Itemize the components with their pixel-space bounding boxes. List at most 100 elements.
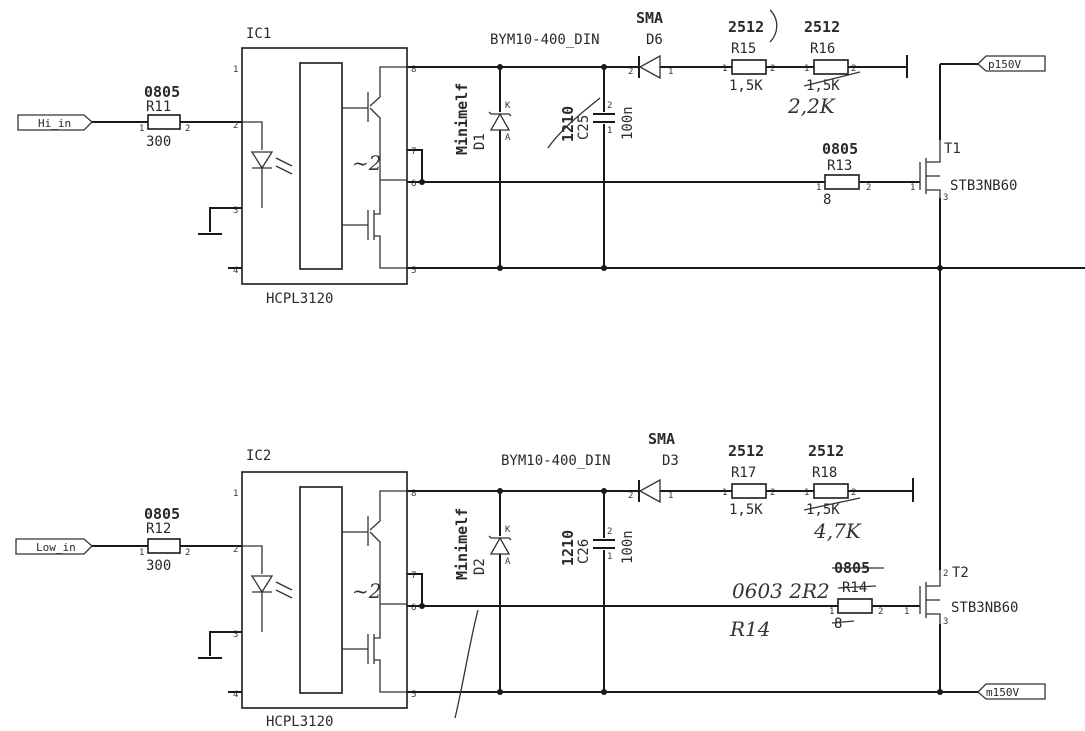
fet-ref: T1 bbox=[944, 141, 961, 157]
r-a-ref: R15 bbox=[731, 41, 756, 57]
input-port-label: Hi_in bbox=[38, 117, 71, 130]
pencil-note-gate: 0603 2R2 bbox=[732, 579, 830, 603]
pin-number: 2 bbox=[233, 545, 238, 555]
port-m150v[interactable]: m150V bbox=[977, 683, 1046, 700]
input-port-label: Low_in bbox=[36, 541, 76, 554]
zener-diode-d1[interactable]: K A Minimelf D1 bbox=[453, 67, 512, 268]
pin-number: 2 bbox=[233, 121, 238, 131]
r-b-ref: R18 bbox=[812, 465, 837, 481]
pin-number: 4 bbox=[233, 266, 238, 276]
pin-number: 7 bbox=[411, 571, 416, 581]
led-icon bbox=[242, 545, 293, 632]
capacitor-c26[interactable]: 2 1 1210 C26 100n bbox=[559, 491, 636, 692]
diode-part: BYM10-400_DIN bbox=[490, 32, 600, 48]
pin-number: 2 bbox=[851, 64, 856, 74]
pin-number: 4 bbox=[233, 690, 238, 700]
cap-ref: C25 bbox=[576, 115, 592, 140]
pin-number: 2 bbox=[185, 124, 190, 134]
diode-d3[interactable]: SMA BYM10-400_DIN D3 2 1 bbox=[501, 430, 732, 504]
r-in-ref: R12 bbox=[146, 521, 171, 537]
pin-number: 2 bbox=[943, 569, 948, 579]
pin-number: A bbox=[505, 557, 511, 567]
r-a-value: 1,5K bbox=[729, 502, 763, 518]
pencil-note-value: 4,7K bbox=[813, 519, 862, 543]
r-b-value: 1,5K bbox=[806, 78, 840, 94]
port-label: m150V bbox=[986, 686, 1019, 699]
resistor-r17[interactable]: 2512 R17 1,5K 1 2 bbox=[722, 442, 775, 518]
zener-package: Minimelf bbox=[453, 83, 471, 155]
pencil-stroke bbox=[769, 9, 778, 43]
pin-number: 8 bbox=[411, 65, 416, 75]
r-b-ref: R16 bbox=[810, 41, 835, 57]
ground-symbol bbox=[198, 207, 242, 235]
r-gate-ref: R13 bbox=[827, 158, 852, 174]
pin-number: A bbox=[505, 133, 511, 143]
pin-number: 1 bbox=[139, 548, 144, 558]
r-a-ref: R17 bbox=[731, 465, 756, 481]
r-a-package: 2512 bbox=[728, 442, 764, 460]
pin-number: 2 bbox=[770, 488, 775, 498]
fet-part: STB3NB60 bbox=[951, 600, 1018, 616]
pin-number: 1 bbox=[722, 64, 727, 74]
diode-ref: D6 bbox=[646, 32, 663, 48]
pencil-note: ~2 bbox=[352, 579, 381, 603]
input-port-low[interactable]: Low_in bbox=[15, 538, 93, 555]
diode-package: SMA bbox=[648, 430, 675, 448]
pin-number: 1 bbox=[668, 67, 673, 77]
pin-number: 2 bbox=[851, 488, 856, 498]
pin-number: 6 bbox=[411, 603, 416, 613]
wire bbox=[407, 149, 423, 180]
resistor-r13[interactable]: 0805 R13 8 1 2 bbox=[816, 140, 871, 208]
pin-number: 2 bbox=[607, 527, 612, 537]
mosfet-t2[interactable]: T2 STB3NB60 1 2 3 bbox=[904, 565, 1018, 627]
pin-number: 1 bbox=[804, 488, 809, 498]
pin-number: 1 bbox=[233, 489, 238, 499]
pencil-stroke bbox=[454, 609, 479, 719]
pin-number: 5 bbox=[411, 266, 416, 276]
cap-ref: C26 bbox=[576, 539, 592, 564]
pin-number: 3 bbox=[943, 617, 948, 627]
ic-optocoupler-ic2[interactable]: IC2 HCPL3120 1 2 3 4 8 7 6 5 bbox=[233, 448, 416, 730]
fet-part: STB3NB60 bbox=[950, 178, 1017, 194]
pin-number: 3 bbox=[943, 193, 948, 203]
cap-package: 1210 bbox=[559, 106, 577, 142]
resistor-r14[interactable]: 0805 R14 8 1 2 0603 2R2 R14 bbox=[729, 559, 884, 641]
ic-optocoupler-ic1[interactable]: IC1 HCPL3120 1 2 3 4 8 7 6 5 bbox=[233, 26, 416, 307]
pin-number: 7 bbox=[411, 147, 416, 157]
pin-number: 2 bbox=[878, 607, 883, 617]
pin-number: 1 bbox=[904, 607, 909, 617]
zener-diode-d2[interactable]: K A Minimelf D2 bbox=[453, 491, 512, 692]
pin-number: K bbox=[505, 525, 511, 535]
port-p150v[interactable]: p150V bbox=[940, 55, 1046, 72]
mosfet-t1[interactable]: T1 STB3NB60 1 2 3 bbox=[910, 140, 1017, 203]
pin-number: 1 bbox=[668, 491, 673, 501]
pencil-note-value: 2,2K bbox=[787, 94, 836, 118]
r-in-package: 0805 bbox=[144, 83, 180, 101]
pencil-stroke bbox=[547, 97, 601, 149]
resistor-r11[interactable]: 0805 R11 300 1 2 bbox=[139, 83, 190, 150]
zener-ref: D2 bbox=[472, 558, 488, 575]
resistor-r12[interactable]: 0805 R12 300 1 2 bbox=[139, 505, 190, 574]
diode-ref: D3 bbox=[662, 453, 679, 469]
pin-number: 1 bbox=[722, 488, 727, 498]
r-a-package: 2512 bbox=[728, 18, 764, 36]
diode-d6[interactable]: SMA BYM10-400_DIN D6 2 1 bbox=[490, 9, 732, 80]
r-in-value: 300 bbox=[146, 558, 171, 574]
pin-number: 5 bbox=[411, 690, 416, 700]
r-in-package: 0805 bbox=[144, 505, 180, 523]
resistor-r15[interactable]: 2512 R15 1,5K 1 2 bbox=[722, 18, 775, 94]
pin-number: 6 bbox=[411, 179, 416, 189]
cap-value: 100n bbox=[620, 106, 636, 140]
pin-number: K bbox=[505, 101, 511, 111]
input-port-hi[interactable]: Hi_in bbox=[17, 114, 93, 131]
pin-number: 1 bbox=[607, 126, 612, 136]
pin-number: 2 bbox=[628, 491, 633, 501]
resistor-r18[interactable]: 2512 R18 1,5K 1 2 4,7K bbox=[803, 442, 862, 543]
pencil-note-ref: R14 bbox=[729, 617, 771, 641]
capacitor-c25[interactable]: 2 1 1210 C25 100n bbox=[559, 67, 636, 268]
pin-number: 2 bbox=[866, 183, 871, 193]
pin-number: 2 bbox=[628, 67, 633, 77]
pin-number: 2 bbox=[770, 64, 775, 74]
r-b-package: 2512 bbox=[808, 442, 844, 460]
